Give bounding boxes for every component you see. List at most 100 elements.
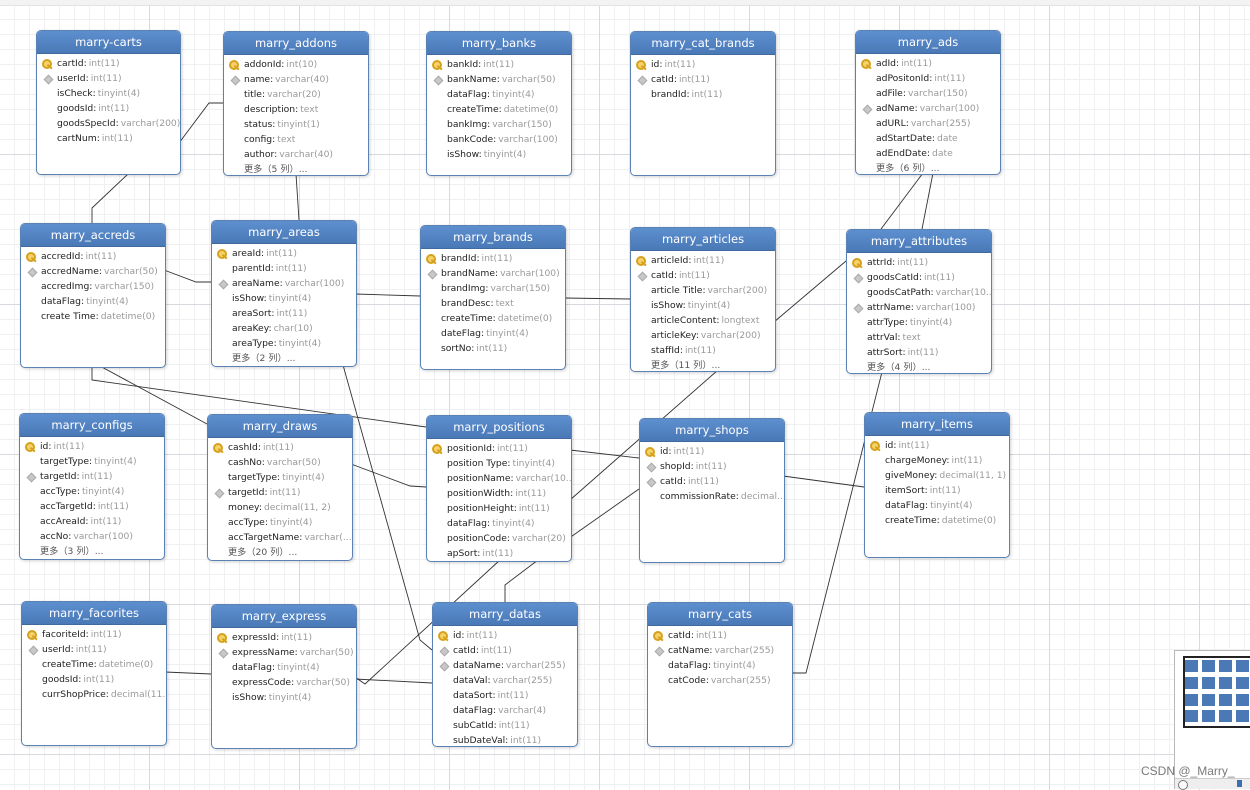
column-row[interactable]: addonId:int(10) [224, 57, 368, 72]
zoom-out-icon[interactable] [1178, 780, 1188, 790]
column-row[interactable]: areaKey:char(10) [232, 323, 313, 334]
column-row[interactable]: createTime:datetime(0) [885, 515, 997, 526]
column-row[interactable]: positionCode:varchar(20) [447, 533, 566, 544]
table-title[interactable]: marry_express [212, 605, 356, 628]
column-row[interactable]: areaType:tinyint(4) [232, 338, 322, 349]
column-row[interactable]: brandName:varchar(100) [421, 266, 565, 281]
column-row[interactable]: parentId:int(11) [232, 263, 307, 274]
column-row[interactable]: status:tinyint(1) [244, 119, 320, 130]
table-title[interactable]: marry_attributes [847, 230, 991, 253]
column-row[interactable]: apSort:int(11) [447, 548, 514, 559]
table-title[interactable]: marry_configs [20, 414, 164, 437]
column-row[interactable]: config:text [244, 134, 296, 145]
column-row[interactable]: articleContent:longtext [651, 315, 760, 326]
column-row[interactable]: chargeMoney:int(11) [885, 455, 983, 466]
more-columns-link[interactable]: 更多（5 列）... [244, 164, 308, 175]
column-row[interactable]: title:varchar(20) [244, 89, 321, 100]
column-row[interactable]: positionName:varchar(10... [427, 471, 571, 486]
table-title[interactable]: marry_areas [212, 221, 356, 244]
column-row[interactable]: userId:int(11) [37, 71, 180, 86]
column-row[interactable]: createTime:datetime(0) [447, 104, 559, 115]
column-row[interactable]: dateFlag:tinyint(4) [441, 328, 529, 339]
column-row[interactable]: targetType:tinyint(4) [40, 456, 137, 467]
column-row[interactable]: dataFlag:tinyint(4) [668, 660, 756, 671]
column-row[interactable]: id:int(11) [640, 444, 784, 459]
column-row[interactable]: adPositonId:int(11) [876, 73, 966, 84]
column-row[interactable]: areaSort:int(11) [232, 308, 308, 319]
column-row[interactable]: isCheck:tinyint(4) [57, 88, 141, 99]
column-row[interactable]: giveMoney:decimal(11, 1) [885, 470, 1007, 481]
table-title[interactable]: marry-carts [37, 31, 180, 54]
column-row[interactable]: goodsId:int(11) [57, 103, 130, 114]
column-row[interactable]: dataFlag:tinyint(4) [41, 296, 129, 307]
column-row[interactable]: bankName:varchar(50) [427, 72, 571, 87]
column-row[interactable]: commissionRate:decimal... [660, 491, 784, 502]
column-row[interactable]: catId:int(11) [631, 72, 775, 87]
column-row[interactable]: positionId:int(11) [427, 441, 571, 456]
more-columns-link[interactable]: 更多（3 列）... [40, 546, 104, 557]
column-row[interactable]: catId:int(11) [640, 474, 784, 489]
column-row[interactable]: accredId:int(11) [21, 249, 165, 264]
column-row[interactable]: cashNo:varchar(50) [228, 457, 321, 468]
column-row[interactable]: facoriteId:int(11) [22, 627, 166, 642]
column-row[interactable]: currShopPrice:decimal(11... [22, 687, 166, 702]
column-row[interactable]: author:varchar(40) [244, 149, 334, 160]
table-title[interactable]: marry_banks [427, 32, 571, 55]
column-row[interactable]: attrSort:int(11) [867, 347, 939, 358]
column-row[interactable]: dataFlag:varchar(4) [453, 705, 547, 716]
column-row[interactable]: dataVal:varchar(255) [453, 675, 553, 686]
navigator-minimap[interactable] [1174, 650, 1250, 790]
table-marry-ads[interactable]: marry_ads adId:int(11) adPositonId:int(11)… [855, 30, 1001, 175]
table-title[interactable]: marry_articles [631, 228, 775, 251]
column-row[interactable]: adEndDate:date [876, 148, 953, 159]
column-row[interactable]: goodsCatId:int(11) [847, 270, 991, 285]
table-title[interactable]: marry_ads [856, 31, 1000, 54]
column-row[interactable]: areaName:varchar(100) [212, 276, 356, 291]
column-row[interactable]: accAreaId:int(11) [40, 516, 122, 527]
more-columns-link[interactable]: 更多（6 列）... [876, 163, 940, 174]
column-row[interactable]: sortNo:int(11) [441, 343, 508, 354]
column-row[interactable]: catId:int(11) [648, 628, 792, 643]
column-row[interactable]: createTime:datetime(0) [441, 313, 553, 324]
column-row[interactable]: catId:int(11) [433, 643, 577, 658]
column-row[interactable]: accTargetId:int(11) [40, 501, 129, 512]
more-columns-link[interactable]: 更多（2 列）... [232, 353, 296, 364]
column-row[interactable]: adId:int(11) [856, 56, 1000, 71]
column-row[interactable]: id:int(11) [433, 628, 577, 643]
column-row[interactable]: articleKey:varchar(200) [651, 330, 761, 341]
minimap-viewport[interactable] [1183, 656, 1250, 728]
column-row[interactable]: targetType:tinyint(4) [228, 472, 325, 483]
column-row[interactable]: money:decimal(11, 2) [228, 502, 331, 513]
column-row[interactable]: adURL:varchar(255) [876, 118, 971, 129]
column-row[interactable]: isShow:tinyint(4) [447, 149, 527, 160]
column-row[interactable]: dataFlag:tinyint(4) [447, 89, 535, 100]
column-row[interactable]: catCode:varchar(255) [668, 675, 771, 686]
column-row[interactable]: adFile:varchar(150) [876, 88, 968, 99]
table-title[interactable]: marry_datas [433, 603, 577, 626]
table-title[interactable]: marry_draws [208, 415, 352, 438]
column-row[interactable]: accredName:varchar(50) [21, 264, 165, 279]
zoom-slider[interactable] [1175, 778, 1250, 790]
table-title[interactable]: marry_accreds [21, 224, 165, 247]
column-row[interactable]: accTargetName:varchar(... [228, 532, 352, 543]
column-row[interactable]: attrType:tinyint(4) [867, 317, 953, 328]
column-row[interactable]: bankImg:varchar(150) [447, 119, 552, 130]
column-row[interactable]: targetId:int(11) [208, 485, 352, 500]
column-row[interactable]: bankId:int(11) [427, 57, 571, 72]
column-row[interactable]: articleId:int(11) [631, 253, 775, 268]
column-row[interactable]: positionWidth:int(11) [447, 488, 547, 499]
column-row[interactable]: shopId:int(11) [640, 459, 784, 474]
column-row[interactable]: id:int(11) [631, 57, 775, 72]
column-row[interactable]: name:varchar(40) [224, 72, 368, 87]
column-row[interactable]: description:text [244, 104, 319, 115]
column-row[interactable]: catName:varchar(255) [648, 643, 792, 658]
